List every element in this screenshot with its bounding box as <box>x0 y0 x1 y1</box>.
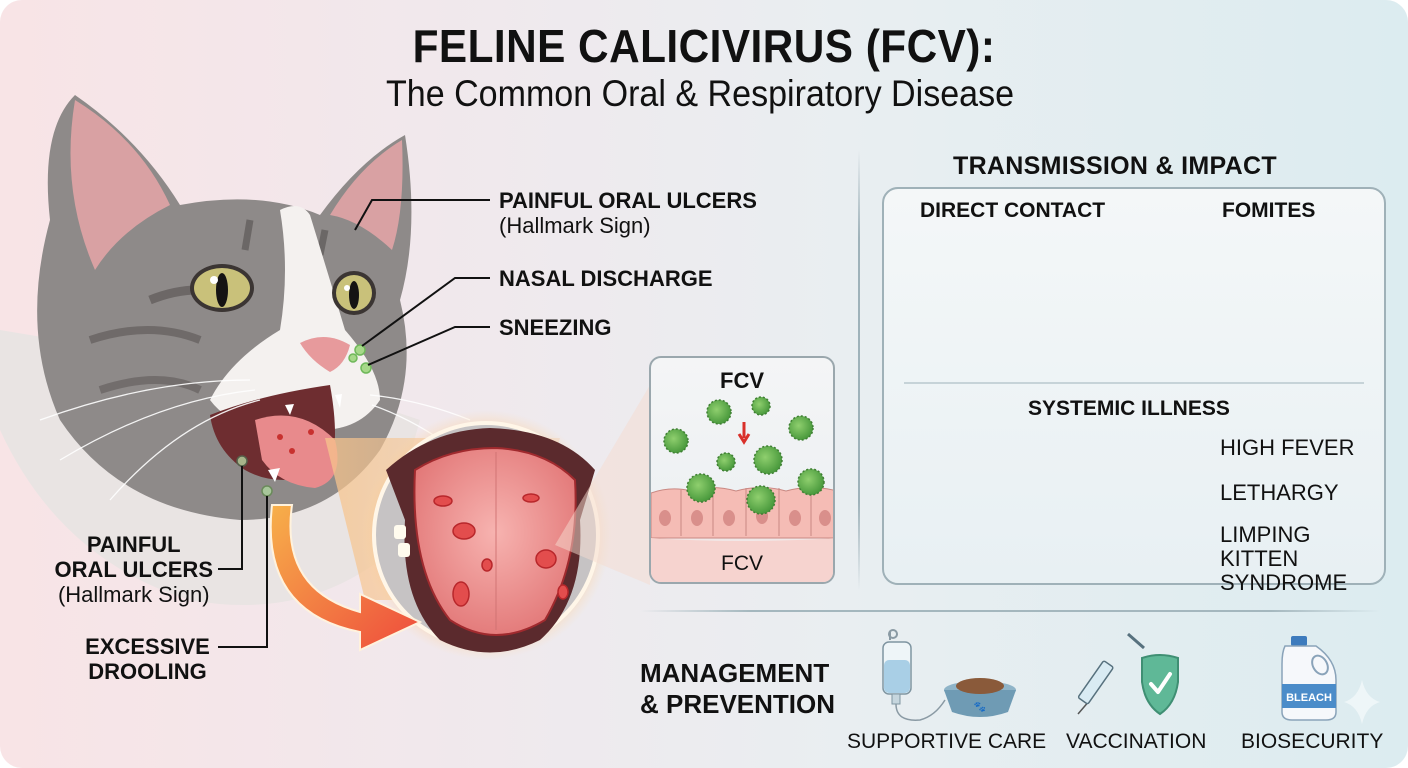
symptom-line2: SYNDROME <box>1220 570 1348 595</box>
ulcerated-tongue <box>413 446 577 636</box>
virus-cell-diagram <box>651 396 833 582</box>
shield-check-icon <box>1141 654 1179 716</box>
symptom-limping-kitten-syndrome: LIMPING KITTEN SYNDROME <box>1220 523 1384 595</box>
svg-text:🐾: 🐾 <box>974 701 986 713</box>
section-divider <box>858 150 860 590</box>
biosecurity-label: BIOSECURITY <box>1241 730 1384 753</box>
page-title: FELINE CALICIVIRUS (FCV): <box>412 20 996 72</box>
bleach-bottle-icon: BLEACH <box>1281 636 1337 721</box>
tongue-glow <box>361 410 611 660</box>
callout-painful-oral-ulcers-left: PAINFUL ORAL ULCERS (Hallmark Sign) <box>55 532 214 607</box>
callout-sneezing: SNEEZING <box>499 315 612 340</box>
management-divider <box>640 610 1380 612</box>
fcv-inset-title: FCV <box>720 368 764 393</box>
fcv-inset-panel: FCV <box>649 356 835 584</box>
cat-illustration <box>0 95 471 605</box>
arrow-down-icon <box>737 422 751 445</box>
management-heading-line1: MANAGEMENT <box>640 658 830 688</box>
callout-painful-oral-ulcers-right: PAINFUL ORAL ULCERS (Hallmark Sign) <box>499 188 757 238</box>
zoom-beam <box>325 438 560 600</box>
symptom-line1: LIMPING KITTEN <box>1220 522 1311 571</box>
callout-line1: PAINFUL <box>86 532 181 557</box>
callout-excessive-drooling: EXCESSIVE DROOLING <box>80 634 215 684</box>
food-bowl-icon: 🐾 <box>944 678 1016 717</box>
iv-bag-icon <box>882 629 946 721</box>
callout-line2: ORAL ULCERS <box>54 557 214 582</box>
ulcers <box>433 493 569 607</box>
inset-beam <box>555 385 650 585</box>
syringe-icon <box>1077 632 1145 715</box>
callout-sublabel: (Hallmark Sign) <box>57 582 210 607</box>
management-heading-line2: & PREVENTION <box>640 689 836 719</box>
page-subtitle: The Common Oral & Respiratory Disease <box>385 73 1015 114</box>
sparkle-icon <box>1344 680 1380 724</box>
callout-connectors-right <box>354 199 490 366</box>
callout-label: PAINFUL ORAL ULCERS <box>499 188 757 213</box>
systemic-illness-heading: SYSTEMIC ILLNESS <box>1028 397 1230 420</box>
callout-line2: DROOLING <box>88 659 207 684</box>
title-block: FELINE CALICIVIRUS (FCV): The Common Ora… <box>0 20 1408 116</box>
symptom-lethargy: LETHARGY <box>1220 480 1339 505</box>
tongue-magnifier <box>372 421 600 649</box>
fcv-inset-footer: FCV <box>721 552 763 575</box>
transmission-panel: DIRECT CONTACT FOMITES SYSTEMIC ILLNESS … <box>882 187 1386 595</box>
management-heading: MANAGEMENT & PREVENTION <box>640 658 835 720</box>
panel-divider <box>904 382 1364 384</box>
symptom-high-fever: HIGH FEVER <box>1220 435 1355 460</box>
callout-sublabel: (Hallmark Sign) <box>499 213 651 238</box>
callout-line1: EXCESSIVE <box>85 634 210 659</box>
bleach-label: BLEACH <box>1286 692 1332 704</box>
zoom-arrow <box>269 504 423 652</box>
callout-connectors-left <box>218 466 268 648</box>
supportive-care-label: SUPPORTIVE CARE <box>847 730 1047 753</box>
vaccination-label: VACCINATION <box>1066 730 1207 753</box>
direct-contact-label: DIRECT CONTACT <box>920 199 1106 222</box>
transmission-heading: TRANSMISSION & IMPACT <box>953 152 1277 180</box>
callout-nasal-discharge: NASAL DISCHARGE <box>499 266 713 291</box>
fomites-label: FOMITES <box>1222 199 1316 222</box>
